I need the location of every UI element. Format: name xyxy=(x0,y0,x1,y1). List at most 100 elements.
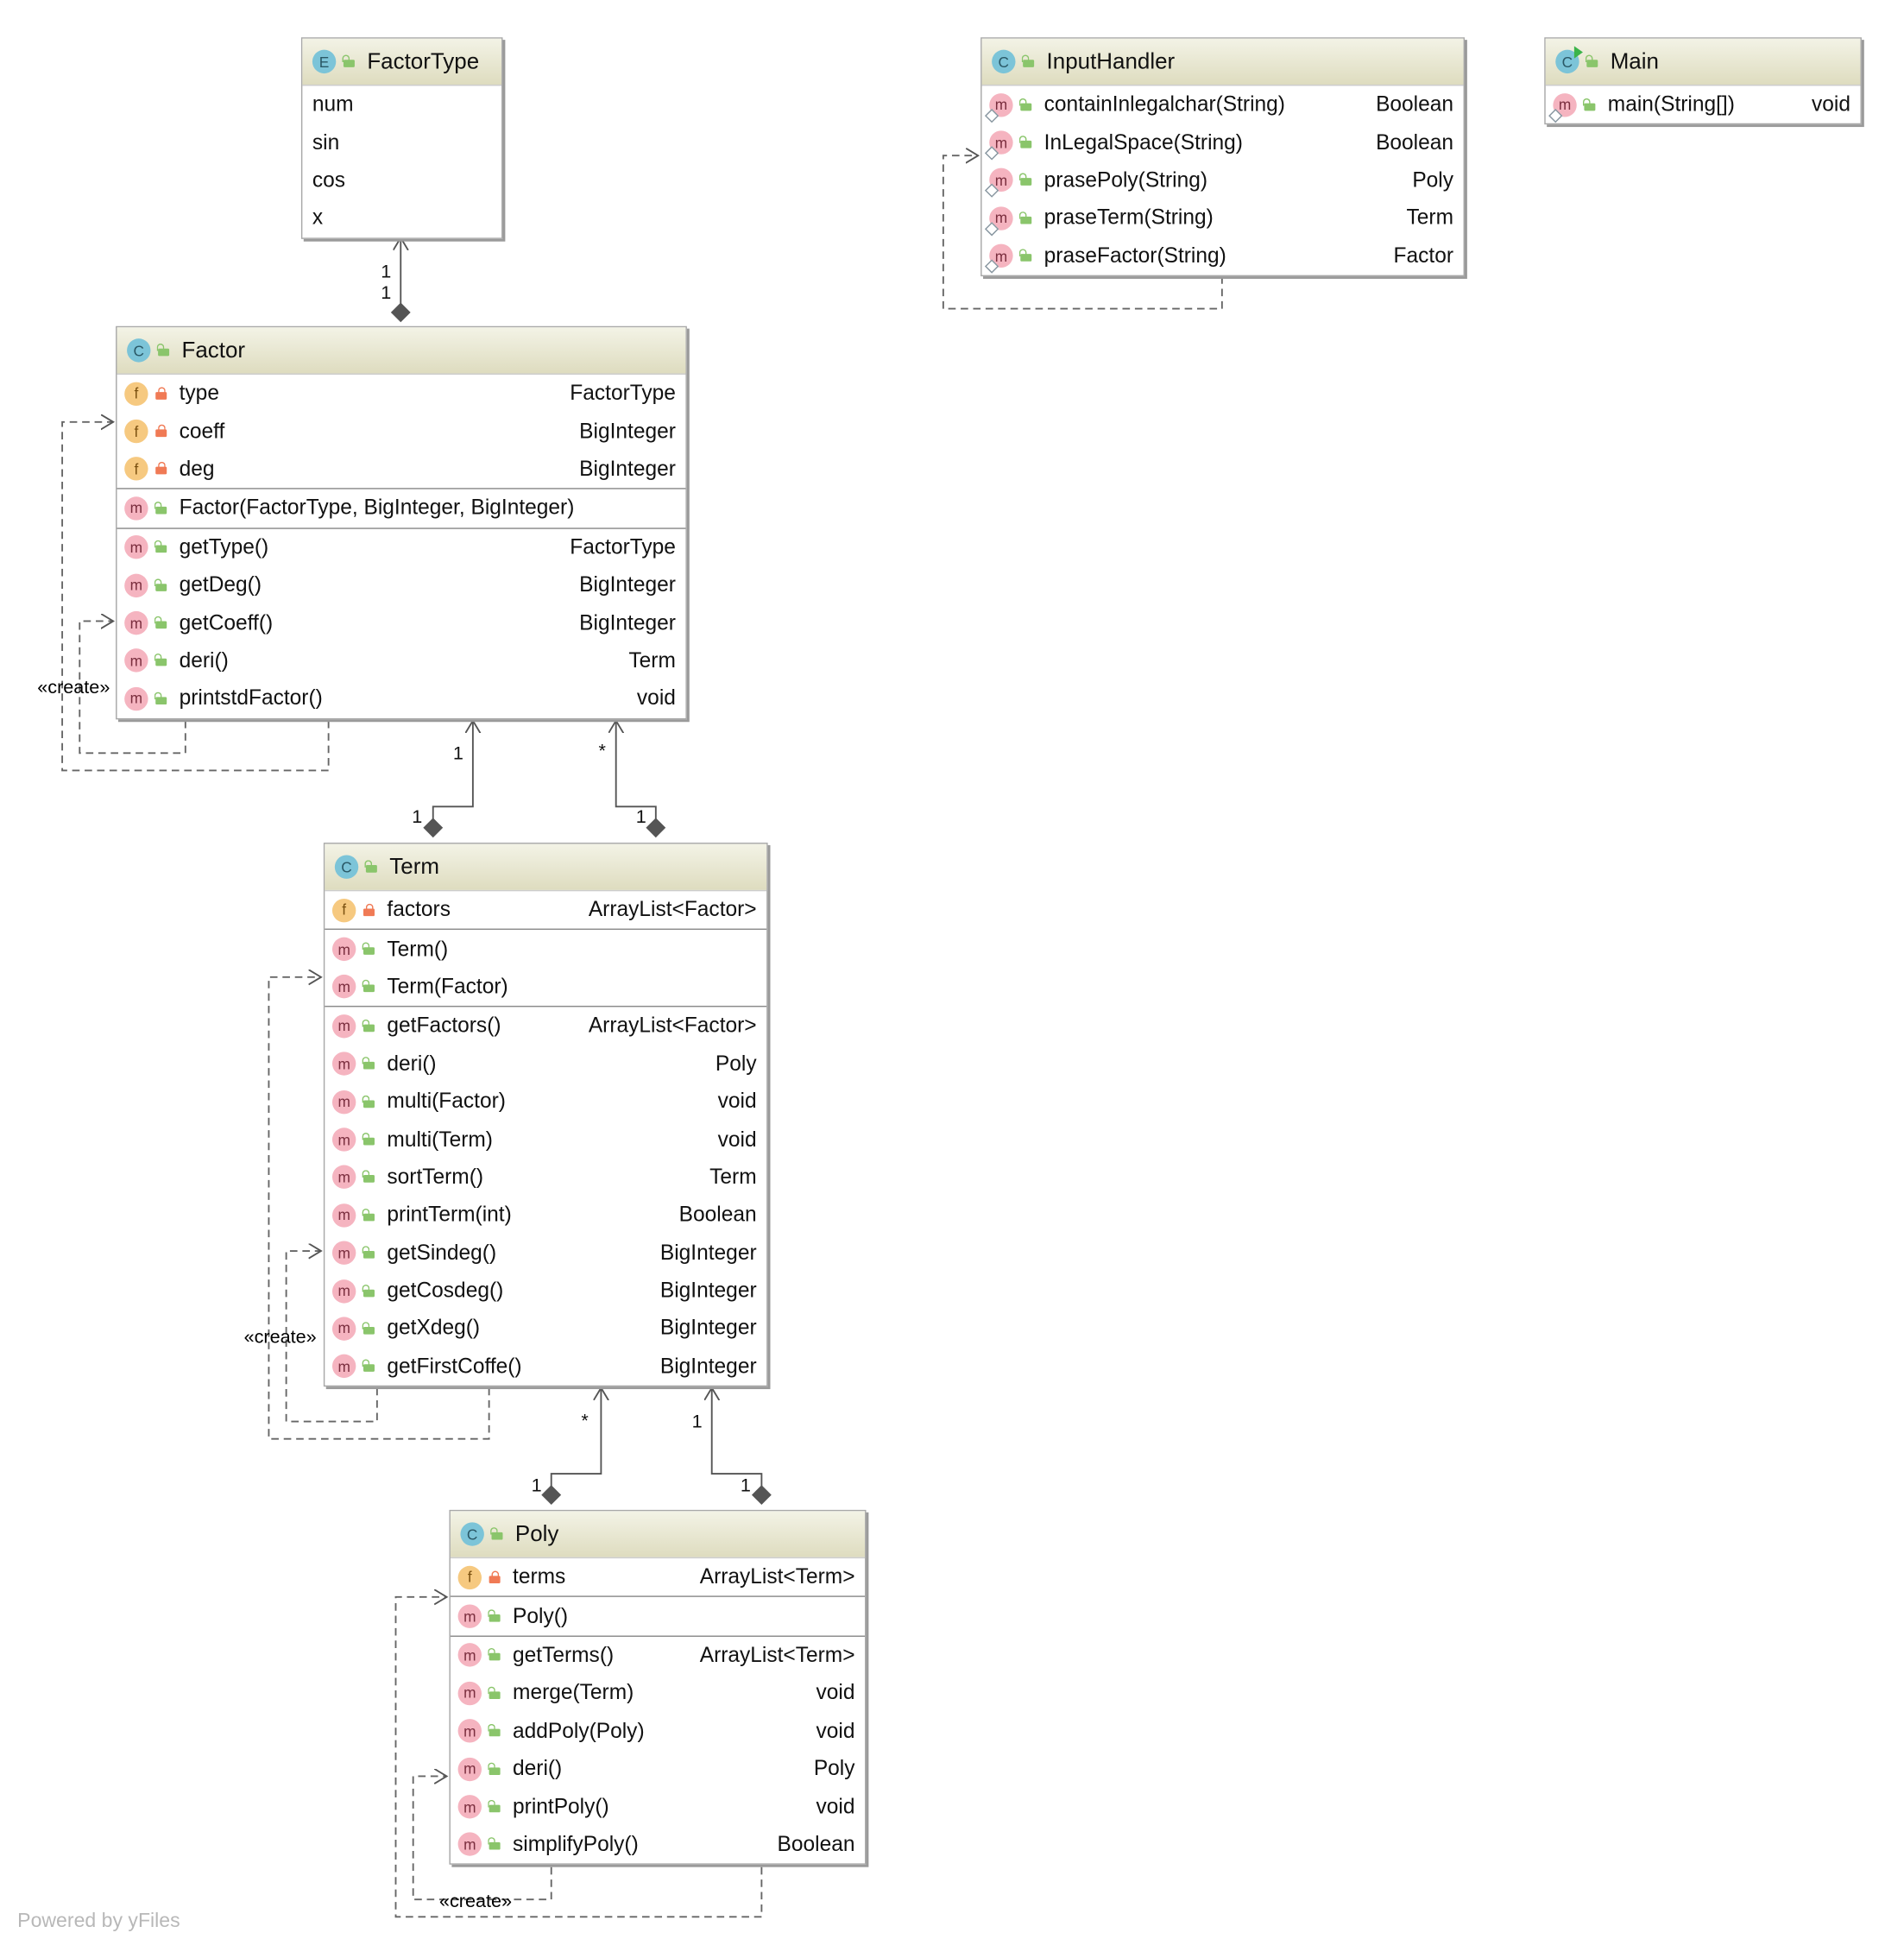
member-name: getCoeff() xyxy=(179,610,274,635)
public-visibility-icon xyxy=(362,1057,375,1070)
member-name: main(String[]) xyxy=(1607,92,1735,117)
dependency-poly-self-1 xyxy=(394,1597,763,1918)
public-visibility-icon xyxy=(362,1095,375,1108)
class-icon: C xyxy=(460,1522,484,1546)
method-icon: m xyxy=(1548,92,1577,123)
member-type: ArrayList<Term> xyxy=(699,1643,855,1667)
multiplicity-label: 1 xyxy=(412,805,422,827)
member-name: getFirstCoffe() xyxy=(387,1354,522,1378)
member-name: Term() xyxy=(387,937,449,961)
field-icon: f xyxy=(124,382,148,406)
public-visibility-icon xyxy=(362,1284,375,1297)
member-name: getSindeg() xyxy=(387,1241,497,1265)
enum-constant-row[interactable]: sin xyxy=(302,123,501,161)
member-name: prasePoly(String) xyxy=(1043,167,1208,192)
method-icon: m xyxy=(124,573,148,597)
member-name: num xyxy=(312,92,354,117)
public-visibility-icon xyxy=(1018,249,1032,262)
enum-constant-row[interactable]: x xyxy=(302,199,501,237)
member-type: Term xyxy=(628,648,676,673)
member-name: containInlegalchar(String) xyxy=(1043,92,1285,117)
public-visibility-icon xyxy=(488,1609,501,1622)
member-name: multi(Factor) xyxy=(387,1089,506,1114)
create-stereotype-label: «create» xyxy=(439,1890,512,1911)
enum-constant-row[interactable]: cos xyxy=(302,161,501,199)
public-visibility-icon xyxy=(488,1686,501,1699)
multiplicity-label: 1 xyxy=(381,261,391,282)
member-type: BigInteger xyxy=(659,1278,757,1303)
method-row[interactable]: m main(String[]) void xyxy=(1546,85,1861,123)
public-visibility-icon xyxy=(154,578,167,591)
method-icon: m xyxy=(457,1719,482,1743)
member-name: Term(Factor) xyxy=(387,974,508,999)
member-name: getDeg() xyxy=(179,572,262,597)
composition-diamond xyxy=(751,1485,772,1506)
public-visibility-icon xyxy=(1018,136,1032,148)
method-icon: m xyxy=(457,1757,482,1781)
field-icon: f xyxy=(457,1565,482,1589)
member-type: FactorType xyxy=(570,381,676,405)
dependency-inputhandler-self xyxy=(942,155,1223,310)
static-marker-icon xyxy=(984,221,999,237)
public-visibility-icon xyxy=(1018,211,1032,224)
create-stereotype-label: «create» xyxy=(37,676,110,698)
public-visibility-icon xyxy=(1018,174,1032,186)
member-type: ArrayList<Factor> xyxy=(588,1014,757,1038)
enum-constant-row[interactable]: num xyxy=(302,85,501,123)
member-name: x xyxy=(312,205,324,230)
member-name: deri() xyxy=(513,1756,563,1780)
composition-poly-term-2 xyxy=(712,1388,763,1487)
member-type: void xyxy=(1811,92,1850,117)
field-icon: f xyxy=(124,419,148,444)
